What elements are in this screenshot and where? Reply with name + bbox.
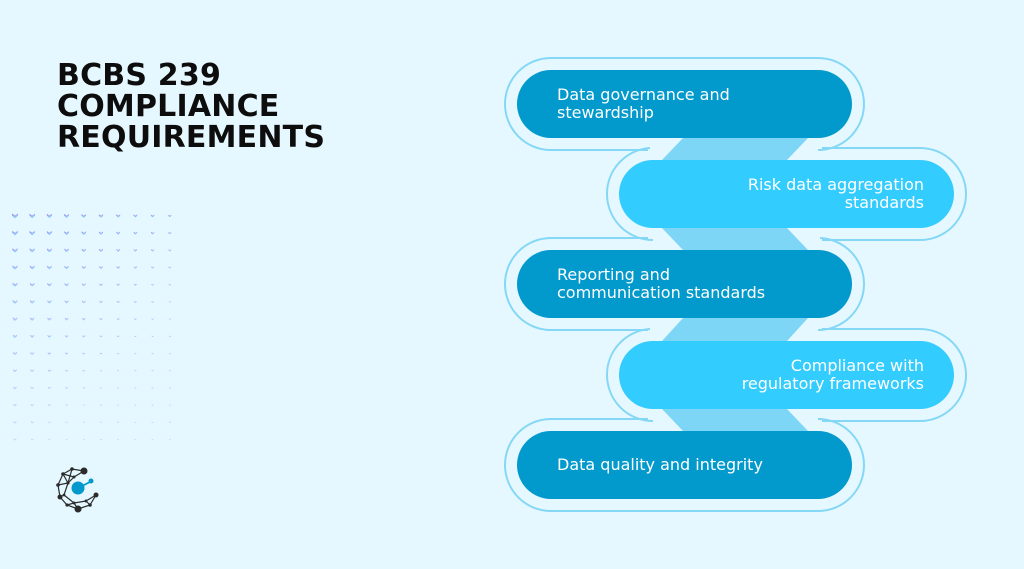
step-5-text: Data quality and integrity [557, 431, 837, 499]
step-3-line-1: Reporting and [557, 265, 670, 284]
step-3-pill [517, 250, 852, 318]
outline-3b [817, 237, 866, 331]
connector-4-5 [662, 409, 808, 431]
step-2-pill [619, 160, 954, 228]
step-2-text: Risk data aggregation standards [630, 160, 924, 228]
step-3-line-2: communication standards [557, 283, 766, 302]
connector-3-4 [662, 318, 808, 341]
step-4-line-2: regulatory frameworks [741, 374, 924, 393]
connector-2-3 [662, 228, 808, 250]
page-title: BCBS 239 COMPLIANCE REQUIREMENTS [57, 60, 377, 153]
title-line-2: COMPLIANCE [57, 89, 280, 124]
step-5-line-1: Data quality and integrity [557, 455, 763, 474]
step-4-pill [619, 341, 954, 409]
network-c-logo-icon [56, 467, 99, 513]
step-2-line-1: Risk data aggregation [747, 175, 924, 194]
step-4-line-1: Compliance with [790, 356, 924, 375]
connectors [662, 138, 808, 431]
step-1-pill [517, 70, 852, 138]
step-1-text: Data governance and stewardship [557, 70, 837, 138]
step-3-text: Reporting and communication standards [557, 250, 837, 318]
step-5-pill [517, 431, 852, 499]
step-1-line-2: stewardship [557, 103, 654, 122]
step-1-line-1: Data governance and [557, 85, 730, 104]
outline-1 [504, 57, 865, 151]
step-4-text: Compliance with regulatory frameworks [630, 341, 924, 409]
outlines [504, 57, 967, 512]
outline-5 [504, 418, 865, 512]
outline-2b [822, 147, 967, 241]
title-line-1: BCBS 239 [57, 58, 222, 93]
outline-4 [605, 328, 654, 422]
outline-4b [822, 328, 967, 422]
connector-1-2 [662, 138, 808, 160]
outline-2 [605, 147, 654, 241]
step-2-line-2: standards [844, 193, 924, 212]
outline-3 [504, 237, 648, 331]
title-line-3: REQUIREMENTS [57, 120, 326, 155]
